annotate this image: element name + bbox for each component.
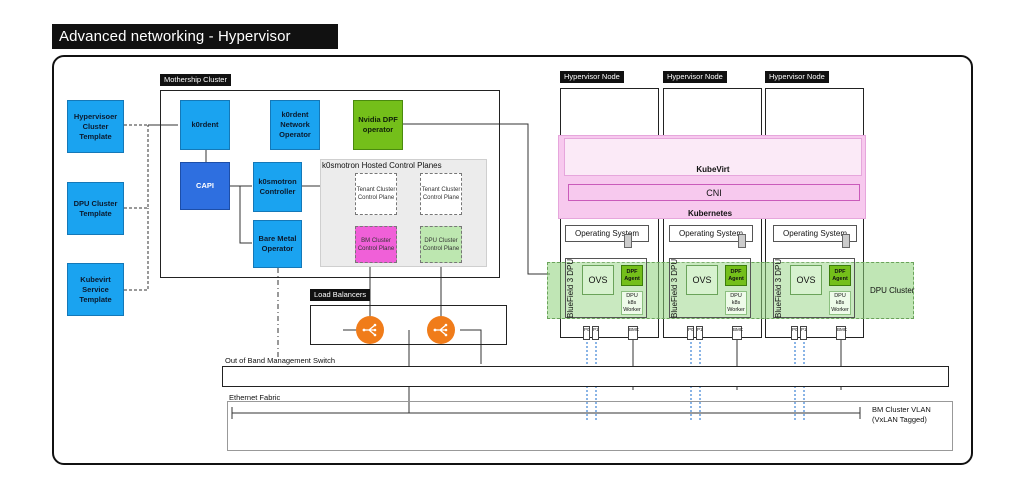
port-bmc-3[interactable]: BMC: [836, 326, 847, 340]
load-balancers-label: Load Balancers: [310, 289, 371, 301]
ethernet-fabric[interactable]: [227, 401, 953, 451]
dpu-cluster-template[interactable]: DPU Cluster Template: [67, 182, 124, 235]
dpu-worker-2[interactable]: DPU k8s Worker: [725, 291, 747, 315]
outer-frame: [52, 55, 973, 465]
dpu-label-3: BlueField 3 DPU: [774, 258, 783, 318]
oob-management-switch[interactable]: [222, 366, 949, 387]
tenant-cp-box-2[interactable]: Tenant Cluster Control Plane: [420, 173, 462, 215]
dpu-worker-1[interactable]: DPU k8s Worker: [621, 291, 643, 315]
operating-system-1[interactable]: Operating System: [565, 225, 649, 242]
hypervisor-node-label-1: Hypervisor Node: [560, 71, 624, 83]
dpf-agent-3[interactable]: DPF Agent: [829, 265, 851, 286]
ovs-box-1[interactable]: OVS: [582, 265, 614, 295]
dpu-label-2: BlueField 3 DPU: [670, 258, 679, 318]
nic-icon-1: [624, 234, 632, 248]
port-p0-2[interactable]: P0: [687, 326, 694, 340]
kubevirt-layer[interactable]: KubeVirt: [564, 138, 862, 176]
load-balancer-group: [310, 305, 507, 345]
vxlan-label: (VxLAN Tagged): [872, 415, 927, 424]
kubevirt-service-template[interactable]: Kubevirt Service Template: [67, 263, 124, 316]
cni-layer[interactable]: CNI: [568, 184, 860, 201]
ethernet-fabric-label: Ethernet Fabric: [229, 393, 281, 402]
capi-box[interactable]: CAPI: [180, 162, 230, 210]
port-bmc-1[interactable]: BMC: [628, 326, 639, 340]
bm-cp-box[interactable]: BM Cluster Control Plane: [355, 226, 397, 263]
port-p0-1[interactable]: P0: [583, 326, 590, 340]
hypervisor-node-label-3: Hypervisor Node: [765, 71, 829, 83]
kubernetes-label: Kubernetes: [688, 209, 733, 218]
nic-icon-3: [842, 234, 850, 248]
port-p1-3[interactable]: P1: [800, 326, 807, 340]
bare-metal-operator-box[interactable]: Bare Metal Operator: [253, 220, 302, 268]
k0rdent-box[interactable]: k0rdent: [180, 100, 230, 150]
operating-system-2[interactable]: Operating System: [669, 225, 753, 242]
dpu-worker-3[interactable]: DPU k8s Worker: [829, 291, 851, 315]
dpf-operator-box[interactable]: Nvidia DPF operator: [353, 100, 403, 150]
port-p1-2[interactable]: P1: [696, 326, 703, 340]
k0smotron-controller-box[interactable]: k0smotron Controller: [253, 162, 302, 212]
dpu-label-1: BlueField 3 DPU: [566, 258, 575, 318]
oob-switch-label: Out of Band Management Switch: [225, 356, 336, 365]
mothership-cluster: [160, 90, 500, 278]
load-balancer-icon-2[interactable]: [427, 316, 455, 344]
dpu-cluster-label: DPU Cluster: [870, 286, 915, 295]
bm-vlan-label: BM Cluster VLAN: [872, 405, 931, 414]
tenant-cp-box-1[interactable]: Tenant Cluster Control Plane: [355, 173, 397, 215]
operating-system-3[interactable]: Operating System: [773, 225, 857, 242]
dpf-agent-1[interactable]: DPF Agent: [621, 265, 643, 286]
hypervisor-node-label-2: Hypervisor Node: [663, 71, 727, 83]
hosted-control-planes-label: k0smotron Hosted Control Planes: [322, 161, 442, 170]
ovs-box-2[interactable]: OVS: [686, 265, 718, 295]
dpu-cp-box[interactable]: DPU Cluster Control Plane: [420, 226, 462, 263]
port-p1-1[interactable]: P1: [592, 326, 599, 340]
network-operator-box[interactable]: k0rdent Network Operator: [270, 100, 320, 150]
dpf-agent-2[interactable]: DPF Agent: [725, 265, 747, 286]
diagram-title: Advanced networking - Hypervisor Cluster: [52, 24, 338, 70]
load-balancer-icon-1[interactable]: [356, 316, 384, 344]
nic-icon-2: [738, 234, 746, 248]
mothership-label: Mothership Cluster: [160, 74, 231, 86]
ovs-box-3[interactable]: OVS: [790, 265, 822, 295]
port-bmc-2[interactable]: BMC: [732, 326, 743, 340]
port-p0-3[interactable]: P0: [791, 326, 798, 340]
hypervisor-cluster-template[interactable]: Hypervisoer Cluster Template: [67, 100, 124, 153]
